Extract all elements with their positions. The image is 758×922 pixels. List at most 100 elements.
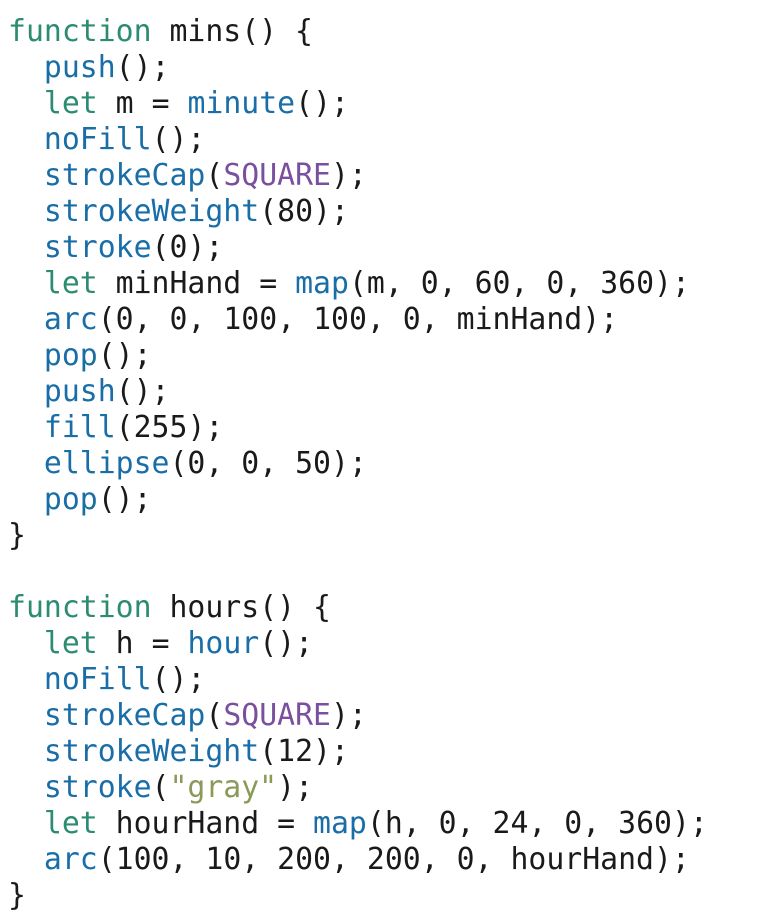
code-token-string: "gray" — [169, 770, 278, 805]
code-token-builtin: hour — [187, 626, 260, 661]
code-token-builtin: ellipse — [43, 446, 170, 481]
code-token-builtin: stroke — [43, 230, 152, 265]
code-token-number: 100 — [115, 842, 170, 877]
code-line[interactable]: let hourHand = map(h, 0, 24, 0, 360); — [8, 806, 758, 842]
code-token-plain — [241, 266, 259, 301]
code-token-number: 0 — [546, 266, 565, 301]
code-token-builtin: strokeCap — [43, 698, 206, 733]
code-token-punct: , — [582, 806, 619, 841]
code-token-punct: } — [8, 878, 26, 913]
code-token-punct: , — [366, 302, 403, 337]
code-token-number: 80 — [277, 194, 314, 229]
code-line[interactable]: ellipse(0, 0, 50); — [8, 446, 758, 482]
code-token-builtin: strokeCap — [43, 158, 206, 193]
code-line[interactable]: push(); — [8, 374, 758, 410]
code-line[interactable]: strokeWeight(12); — [8, 734, 758, 770]
code-token-builtin: noFill — [43, 122, 152, 157]
code-token-punct: ( — [205, 158, 224, 193]
code-token-plain — [8, 374, 44, 409]
code-token-plain — [8, 194, 44, 229]
code-token-punct: , — [438, 266, 475, 301]
code-line[interactable]: push(); — [8, 50, 758, 86]
code-line[interactable]: fill(255); — [8, 410, 758, 446]
code-token-plain — [8, 230, 44, 265]
code-line[interactable]: noFill(); — [8, 122, 758, 158]
code-token-ident: hours — [169, 590, 260, 625]
code-token-builtin: strokeWeight — [43, 734, 260, 769]
code-token-punct: , — [169, 842, 206, 877]
code-token-punct: ); — [331, 446, 367, 481]
code-token-builtin: arc — [43, 302, 98, 337]
code-token-number: 360 — [600, 266, 655, 301]
code-token-operator: = — [151, 86, 170, 121]
code-token-punct: (); — [295, 86, 349, 121]
code-token-punct: ); — [313, 734, 349, 769]
code-token-punct: ); — [671, 806, 708, 841]
code-token-ident: minHand — [115, 266, 242, 301]
code-token-punct: (); — [115, 374, 170, 409]
code-line[interactable]: let m = minute(); — [8, 86, 758, 122]
code-line[interactable]: function hours() { — [8, 590, 758, 626]
code-token-builtin: minute — [187, 86, 296, 121]
code-token-plain — [98, 266, 116, 301]
code-line[interactable]: stroke(0); — [8, 230, 758, 266]
code-token-punct: ); — [330, 158, 367, 193]
code-line[interactable]: strokeCap(SQUARE); — [8, 158, 758, 194]
code-token-builtin: push — [43, 50, 116, 85]
code-token-punct: () { — [241, 14, 313, 49]
code-token-number: 0 — [438, 806, 457, 841]
code-token-punct: ); — [277, 770, 314, 805]
code-line[interactable]: arc(0, 0, 100, 100, 0, minHand); — [8, 302, 758, 338]
code-token-number: 255 — [133, 410, 188, 445]
code-line[interactable]: pop(); — [8, 482, 758, 518]
code-token-plain — [170, 86, 188, 121]
code-line[interactable]: function mins() { — [8, 14, 758, 50]
code-token-punct: , — [528, 806, 565, 841]
code-token-punct: ( — [151, 770, 170, 805]
code-token-constant: SQUARE — [223, 698, 331, 733]
code-token-keyword: function — [8, 590, 152, 625]
code-token-punct: (); — [151, 662, 206, 697]
code-token-keyword: let — [43, 806, 98, 841]
code-token-punct: ( — [169, 446, 188, 481]
code-token-plain — [8, 662, 44, 697]
code-token-plain — [8, 158, 44, 193]
code-token-plain — [98, 806, 116, 841]
code-token-number: 0 — [564, 806, 583, 841]
code-token-plain — [8, 482, 44, 517]
code-token-punct: , — [205, 446, 242, 481]
code-token-number: 0 — [115, 302, 134, 337]
code-token-plain — [8, 302, 44, 337]
code-token-punct: , — [187, 302, 224, 337]
code-token-punct: ); — [654, 266, 690, 301]
code-line[interactable]: arc(100, 10, 200, 200, 0, hourHand); — [8, 842, 758, 878]
code-line[interactable]: stroke("gray"); — [8, 770, 758, 806]
code-token-number: 0 — [241, 446, 260, 481]
code-token-plain — [8, 806, 44, 841]
code-line[interactable]: pop(); — [8, 338, 758, 374]
code-token-punct: (); — [115, 50, 170, 85]
code-token-punct: ( — [97, 842, 116, 877]
code-line[interactable]: let minHand = map(m, 0, 60, 0, 360); — [8, 266, 758, 302]
code-line[interactable]: noFill(); — [8, 662, 758, 698]
code-token-punct: , — [384, 266, 421, 301]
code-token-punct: , — [456, 806, 493, 841]
code-line[interactable]: strokeCap(SQUARE); — [8, 698, 758, 734]
code-line[interactable]: let h = hour(); — [8, 626, 758, 662]
code-line[interactable]: } — [8, 878, 758, 914]
code-token-punct: ( — [366, 806, 385, 841]
code-token-punct: , — [331, 842, 367, 877]
code-line[interactable] — [8, 554, 758, 590]
code-token-punct: () { — [259, 590, 331, 625]
code-token-plain — [8, 734, 44, 769]
code-token-builtin: arc — [43, 842, 98, 877]
code-token-builtin: stroke — [43, 770, 152, 805]
code-token-punct: , — [402, 806, 439, 841]
code-token-number: 50 — [295, 446, 331, 481]
code-line[interactable]: } — [8, 518, 758, 554]
code-token-ident: h — [384, 806, 403, 841]
code-token-plain — [8, 410, 44, 445]
code-line[interactable]: strokeWeight(80); — [8, 194, 758, 230]
code-token-number: 10 — [205, 842, 242, 877]
